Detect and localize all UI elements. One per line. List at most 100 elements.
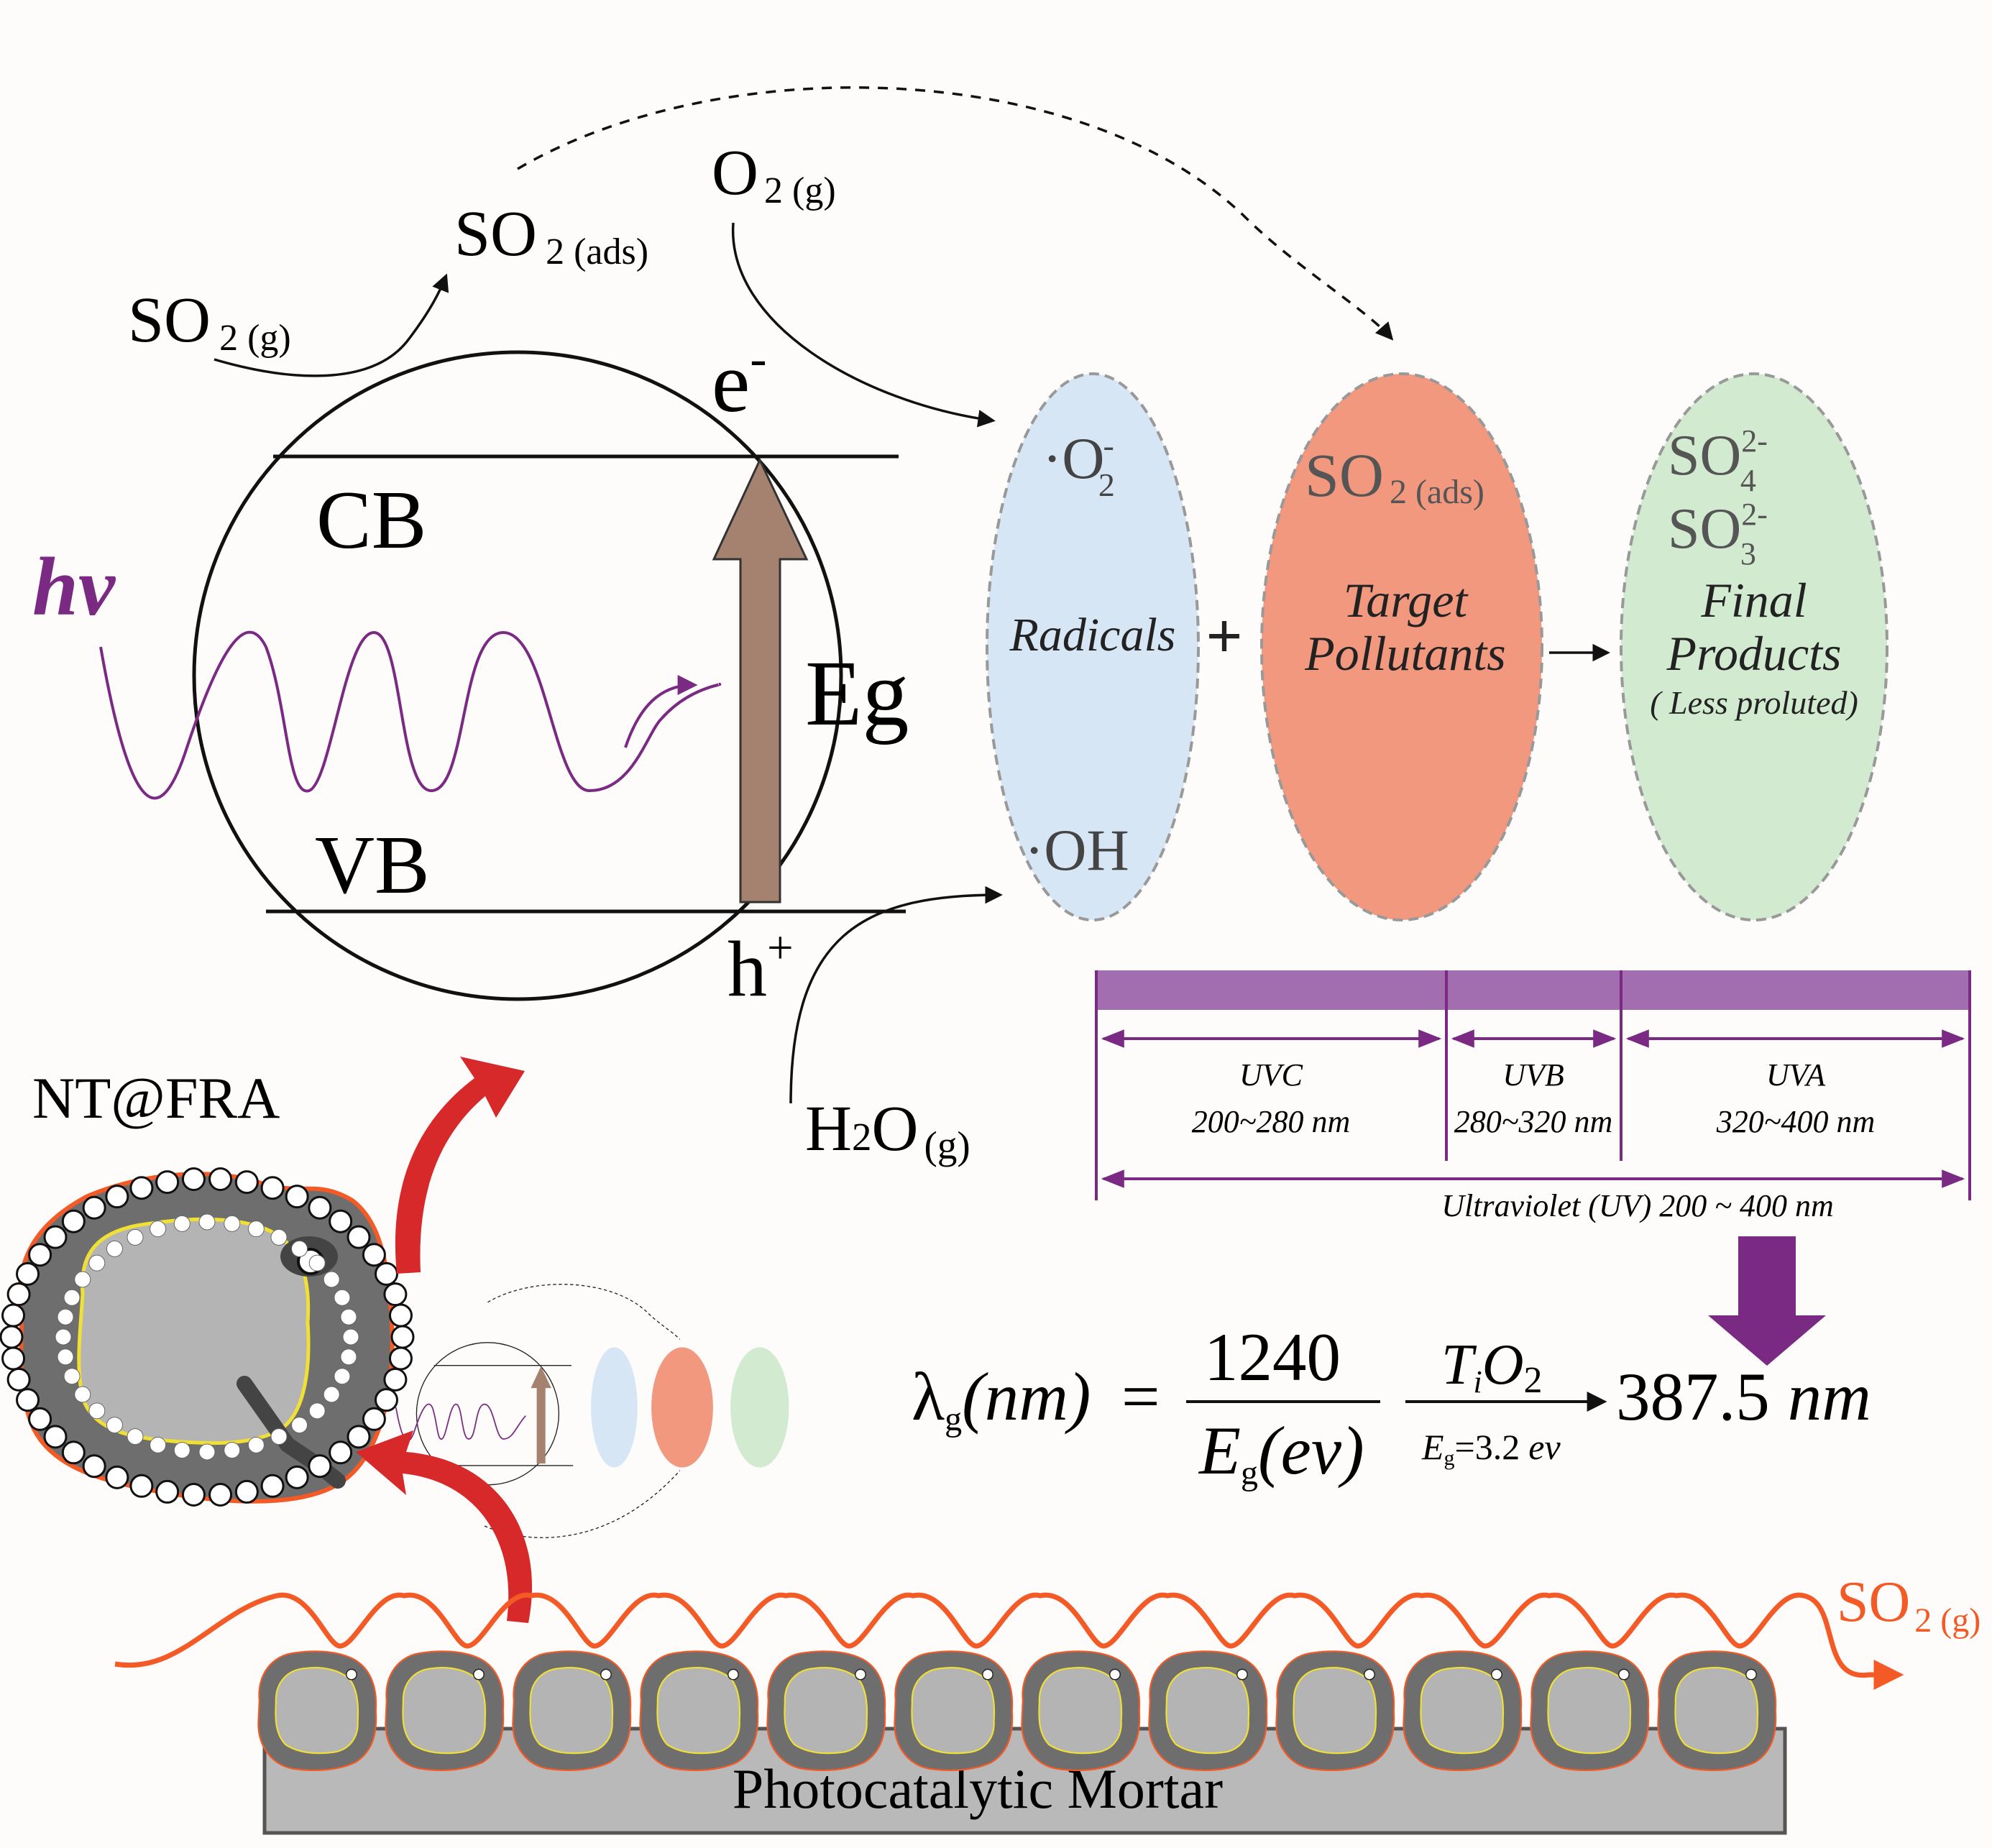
inner-bead [150, 1436, 167, 1453]
sulfate-label: SO2-4 [1668, 423, 1768, 498]
outer-bead [308, 1454, 332, 1479]
outer-bead [346, 1425, 371, 1449]
so2-flow-wave [114, 1592, 1904, 1690]
outer-bead [1, 1303, 26, 1328]
uvc-name: UVC [1239, 1057, 1303, 1093]
outer-bead [234, 1479, 259, 1504]
outer-bead [181, 1482, 206, 1507]
equals-sign: = [1121, 1359, 1160, 1435]
outer-bead [105, 1185, 129, 1209]
outer-bead [43, 1425, 68, 1449]
nt-fra-label: NT@FRA [32, 1065, 280, 1131]
mortar-particle [1530, 1650, 1650, 1771]
inner-bead [127, 1228, 144, 1246]
outer-bead [181, 1167, 206, 1192]
mortar-particle [1021, 1650, 1141, 1771]
inner-bead [150, 1220, 167, 1238]
inner-bead [224, 1442, 241, 1459]
inner-bead [106, 1417, 123, 1434]
inner-bead [173, 1215, 191, 1232]
inner-bead [173, 1442, 191, 1459]
radicals-ellipse [986, 372, 1200, 921]
outer-bead [6, 1367, 31, 1392]
uv-total-label: Ultraviolet (UV) 200 ~ 400 nm [1441, 1188, 1834, 1223]
inner-bead [291, 1417, 308, 1434]
outer-bead [43, 1225, 68, 1249]
outer-bead [16, 1261, 40, 1286]
inner-bead [106, 1240, 123, 1257]
uvc-range: 200~280 nm [1192, 1104, 1351, 1139]
final-line3: ( Less proluted) [1650, 684, 1858, 721]
inner-bead [198, 1443, 216, 1461]
inner-bead [308, 1402, 326, 1420]
h2o-arrow [789, 886, 1003, 1104]
radicals-ellipse-group: ·O-2 Radicals ·OH [986, 372, 1200, 921]
vb-label: VB [315, 819, 430, 911]
lambda-term: λg(nm) [912, 1359, 1091, 1438]
denominator: Eg(ev) [1198, 1412, 1364, 1492]
final-line1: Final [1700, 573, 1807, 628]
outer-bead [0, 1325, 24, 1349]
outer-bead [383, 1282, 408, 1307]
mortar-particle [1403, 1650, 1523, 1771]
light-wave: hν [32, 541, 722, 800]
h2o-label: H2O(g) [805, 1093, 970, 1167]
inner-bead [74, 1271, 91, 1288]
outer-bead [208, 1482, 233, 1507]
outer-bead [82, 1195, 106, 1220]
inner-bead [55, 1328, 72, 1346]
nt-fra-particle: NT@FRA [0, 1065, 415, 1507]
diagram-thumbnail [395, 1284, 789, 1538]
outer-bead [383, 1367, 408, 1392]
wave-arrow [624, 675, 698, 748]
outer-bead [61, 1440, 86, 1465]
inner-bead [342, 1328, 359, 1346]
outer-bead [329, 1209, 353, 1233]
inner-bead [334, 1368, 351, 1385]
outer-bead [285, 1185, 309, 1209]
wave-path [99, 630, 722, 800]
inner-bead [63, 1289, 81, 1306]
outer-bead [308, 1195, 332, 1220]
outer-bead [362, 1243, 386, 1267]
uvb-range: 280~320 nm [1454, 1104, 1613, 1139]
uv-bar [1096, 970, 1970, 1010]
dashed-transfer-arrow [517, 86, 1394, 341]
mortar-particle [512, 1650, 632, 1771]
outer-bead [82, 1454, 106, 1479]
so2-adsorption-arrow [214, 273, 449, 377]
red-arrow-left [356, 1430, 533, 1623]
electron-label: e- [712, 331, 767, 430]
final-ellipse [1620, 372, 1888, 921]
mortar-particle [894, 1650, 1014, 1771]
mortar-particle [257, 1650, 377, 1771]
band-diagram: CB VB Eg e- h+ [192, 331, 909, 1013]
uva-name: UVA [1766, 1057, 1826, 1093]
outer-bead [260, 1176, 285, 1200]
water-input: H2O(g) [789, 886, 1003, 1167]
inner-bead [340, 1348, 357, 1366]
o2-arrow [732, 222, 996, 428]
target-line1: Target [1344, 573, 1469, 628]
photocatalyst-circle [192, 350, 843, 1001]
mortar-particle [1148, 1650, 1268, 1771]
mortar-particle [385, 1650, 505, 1771]
outer-bead [129, 1176, 154, 1200]
inner-bead [308, 1254, 326, 1272]
outer-bead [390, 1325, 415, 1349]
inner-bead [74, 1386, 91, 1403]
inner-bead [198, 1213, 216, 1231]
inner-bead [247, 1436, 265, 1453]
outer-bead [285, 1465, 309, 1489]
uv-scale: UVC 200~280 nm UVB 280~320 nm UVA 320~40… [1095, 970, 1971, 1366]
inner-bead [323, 1386, 340, 1403]
